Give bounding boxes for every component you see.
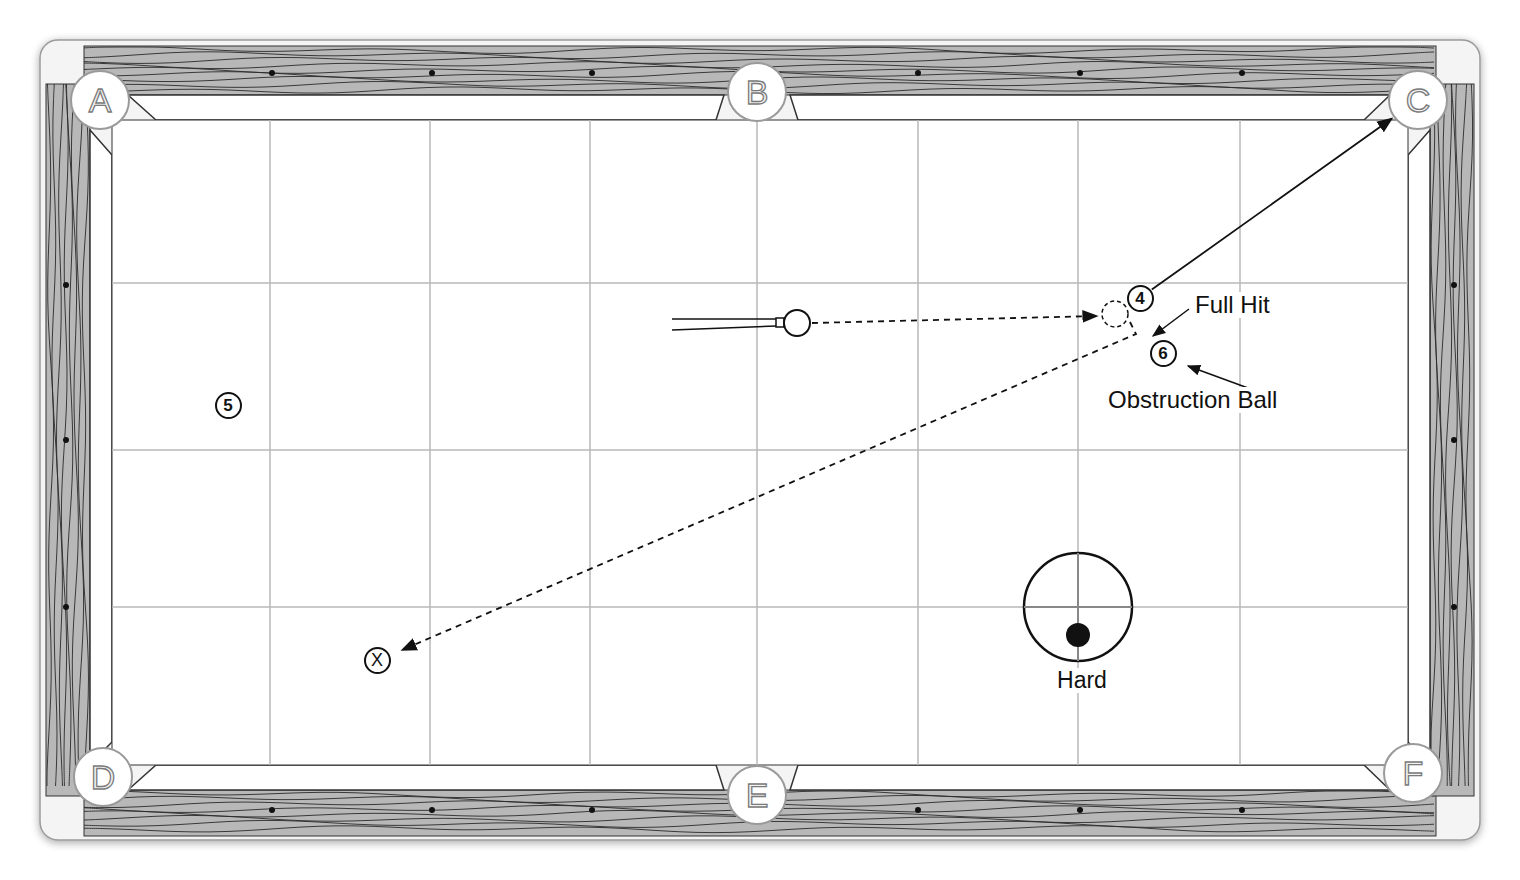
object-ball: 6	[1150, 340, 1177, 367]
node-text: C	[1406, 83, 1431, 117]
object-ball: 5	[215, 392, 242, 419]
wood-grain	[47, 84, 54, 786]
node-text: 4	[1135, 290, 1144, 307]
node-text: B	[746, 75, 769, 109]
wood-grain	[77, 84, 84, 786]
rail-wood	[46, 84, 90, 796]
wood-grain	[84, 47, 1434, 53]
pocket-circle: B	[727, 62, 787, 122]
rail-diamonds	[63, 70, 1457, 813]
annotation-label: Obstruction Ball	[1106, 387, 1279, 413]
pocket-circle: E	[727, 765, 787, 825]
cue-stick	[672, 318, 784, 330]
cue-tip-symbol	[1024, 553, 1132, 661]
pocket-circle: C	[1388, 70, 1448, 130]
table-cloth	[112, 120, 1408, 765]
wood-grain	[52, 84, 58, 786]
grid-lines	[112, 120, 1408, 765]
table-frame	[40, 40, 1480, 840]
wood-grain	[1461, 84, 1467, 786]
wood-rails	[46, 46, 1474, 836]
cue-ball-path	[812, 316, 1097, 323]
wood-grain	[82, 84, 88, 786]
wood-grain	[1466, 84, 1473, 786]
wood-grain	[61, 84, 68, 786]
cue-ball	[784, 310, 810, 336]
node-text: 6	[1158, 345, 1167, 362]
wood-grain	[1446, 84, 1452, 786]
node-text: A	[89, 83, 112, 117]
annotation-label: Full Hit	[1193, 292, 1272, 318]
rail-wood	[1430, 84, 1474, 796]
wood-grain	[1451, 84, 1457, 786]
object-ball: 4	[1127, 285, 1154, 312]
wood-grain	[71, 84, 78, 786]
annotation-label: Hard	[1055, 668, 1109, 693]
node-text: X	[371, 651, 383, 669]
leader-line	[1188, 366, 1248, 388]
wood-grain	[56, 84, 63, 786]
cushions	[90, 95, 1430, 790]
shot-line	[1152, 119, 1392, 290]
node-text: D	[91, 760, 116, 794]
pocket-circle: D	[73, 747, 133, 807]
wood-grain	[1431, 84, 1437, 786]
node-text: E	[746, 778, 769, 812]
pocket-circle: A	[70, 70, 130, 130]
wood-grain	[1440, 84, 1447, 786]
node-text: F	[1403, 756, 1424, 790]
pocket-circle: F	[1383, 743, 1443, 803]
node-text: 5	[223, 397, 232, 414]
target-position-ball: X	[364, 647, 391, 674]
ghost-ball	[1102, 301, 1128, 327]
leader-line	[1153, 309, 1189, 336]
wood-grain	[84, 826, 1434, 833]
